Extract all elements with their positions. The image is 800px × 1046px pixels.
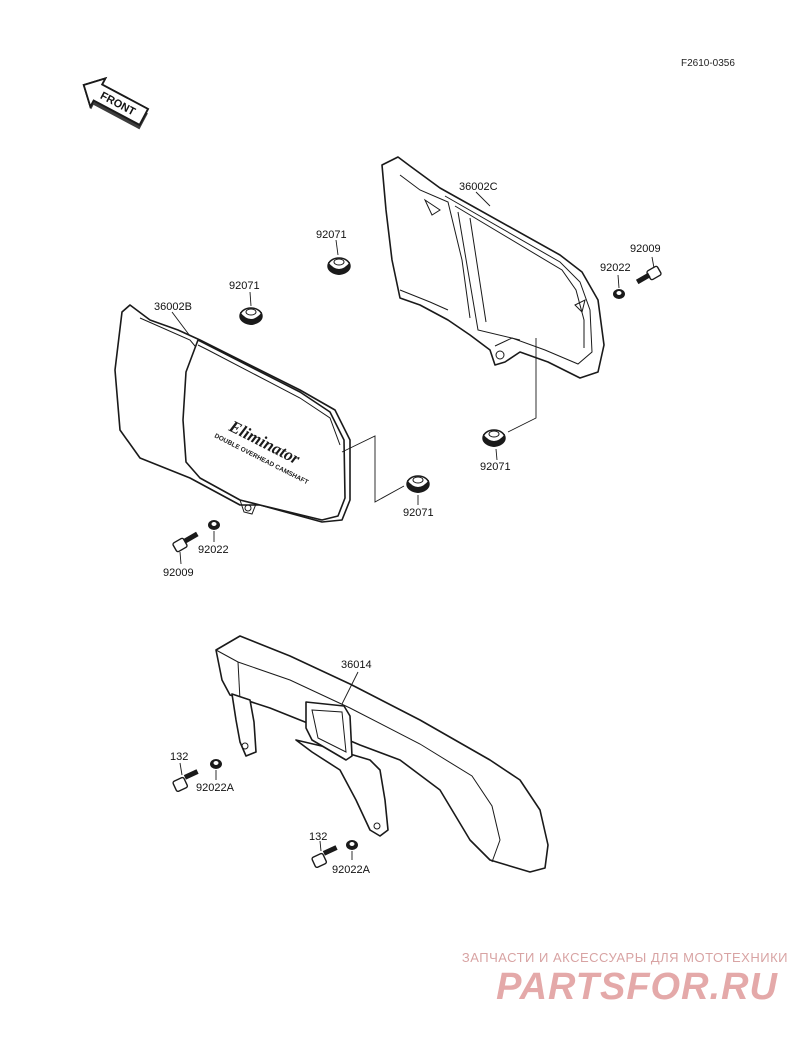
callout-top-grommet: 92071 [316,229,347,241]
front-arrow-icon: FRONT [82,76,150,130]
chain-cover [215,635,549,873]
right-side-cover [381,156,605,379]
chain-washer-2-icon [346,840,358,850]
watermark-logo: PARTSFOR.RU [496,966,778,1008]
chain-bolt-1-icon [172,769,199,793]
callout-left-top-grommet: 92071 [229,280,260,292]
callout-left-washer: 92022 [198,544,229,556]
left-top-grommet-icon [239,307,263,325]
left-bolt-icon [172,531,199,553]
left-washer-icon [208,520,220,530]
callout-chain-bolt-1: 132 [170,751,188,763]
right-bottom-grommet-icon [482,429,506,447]
callout-chain-washer-1: 92022A [196,782,235,794]
reference-code: F2610-0356 [681,58,735,69]
callout-right-cover: 36002C [459,181,498,193]
callout-chain-bolt-2: 132 [309,831,327,843]
callout-chain-washer-2: 92022A [332,864,371,876]
left-bottom-grommet-icon [406,475,430,493]
callout-right-bolt: 92009 [630,243,661,255]
callout-left-cover: 36002B [154,301,192,313]
watermark-tagline: ЗАПЧАСТИ И АКСЕССУАРЫ ДЛЯ МОТОТЕХНИКИ [461,950,788,965]
callout-left-bottom-grommet: 92071 [403,507,434,519]
left-side-cover: Eliminator DOUBLE OVERHEAD CAMSHAFT [114,304,351,523]
top-grommet-icon [327,257,351,275]
callout-left-bolt: 92009 [163,567,194,579]
chain-washer-1-icon [210,759,222,769]
chain-bolt-2-icon [311,845,338,869]
callout-chain-cover: 36014 [341,659,372,671]
right-bolt-icon [635,265,662,285]
callout-right-washer: 92022 [600,262,631,274]
callout-right-bottom-grommet: 92071 [480,461,511,473]
right-washer-icon [613,289,625,299]
